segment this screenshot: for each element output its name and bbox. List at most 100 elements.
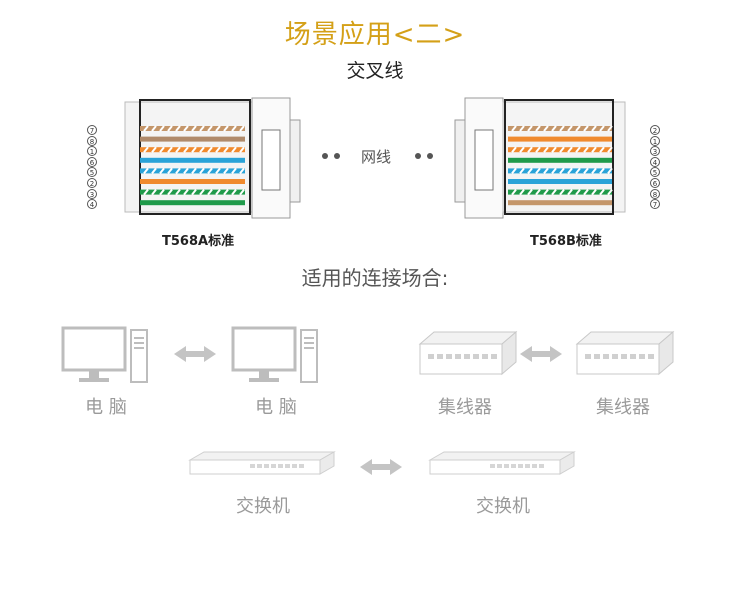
device-label-switch-right: 交换机 [476, 496, 530, 517]
wire-stripe [527, 146, 533, 153]
pin-number: 5 [87, 167, 97, 178]
pin-number: 6 [650, 177, 660, 188]
cable-label: 网线 [360, 148, 391, 166]
wire-stripe [511, 188, 517, 196]
wire-stripe [215, 188, 221, 196]
double-arrow-icon [520, 346, 562, 362]
cable-type-label: 交叉线 [346, 60, 404, 82]
wire [140, 126, 245, 131]
wire-stripe [167, 125, 173, 132]
wire [508, 189, 612, 195]
wire-stripe [543, 188, 549, 196]
wire-stripe [519, 188, 525, 196]
wire-stripe [591, 167, 597, 175]
pin-number: 1 [650, 135, 660, 146]
wire [508, 147, 612, 153]
wire-stripe [143, 167, 149, 175]
wire-stripe [527, 167, 533, 175]
pin-number: 2 [650, 125, 660, 135]
wire-stripe [583, 167, 589, 175]
wire-stripe [215, 125, 221, 132]
wire-stripe [183, 125, 189, 132]
wire-stripe [583, 125, 589, 132]
wire-stripe [143, 125, 149, 132]
wire-stripe [231, 167, 237, 175]
wire-stripe [223, 167, 229, 175]
device-label-computer-right: 电 脑 [255, 397, 297, 418]
pin-number: 7 [87, 125, 97, 135]
computer-icon [231, 326, 318, 383]
pin-number: 2 [87, 177, 97, 188]
wire-stripe [567, 188, 573, 196]
wire [508, 179, 612, 184]
pin-number: 8 [87, 135, 97, 146]
wire-stripe [559, 146, 565, 153]
wire-stripe [167, 146, 173, 153]
wire-stripe [143, 188, 149, 196]
wire-stripe [519, 125, 525, 132]
wire-stripe [535, 167, 541, 175]
wire-stripe [175, 125, 181, 132]
wire-stripe [599, 146, 605, 153]
computer-icon [61, 326, 148, 383]
wire-stripe [527, 125, 533, 132]
wire-stripe [535, 146, 541, 153]
wire-stripe [175, 167, 181, 175]
wire-stripe [591, 146, 597, 153]
pin-number: 5 [650, 167, 660, 178]
wire-stripe [591, 188, 597, 196]
wire [508, 200, 612, 206]
wire-stripe [191, 146, 197, 153]
pin-number: 6 [87, 156, 97, 167]
wire-stripe [199, 188, 205, 196]
wire-stripe [239, 188, 245, 196]
hub-icon [418, 330, 518, 376]
pin-number: 4 [650, 156, 660, 167]
wire-stripe [151, 167, 157, 175]
wire-stripe [607, 125, 613, 132]
wire-stripe [575, 167, 581, 175]
wire-stripe [559, 188, 565, 196]
wire-stripe [607, 167, 613, 175]
wire-stripe [175, 146, 181, 153]
right-connector [454, 97, 626, 219]
wire-stripe [511, 167, 517, 175]
double-arrow-icon [360, 459, 402, 475]
pin-number: 7 [650, 199, 660, 210]
wire-stripe [207, 125, 213, 132]
left-standard-label: T568A标准 [162, 234, 235, 249]
wire-stripe [159, 167, 165, 175]
wire-stripe [167, 188, 173, 196]
wire-stripe [223, 125, 229, 132]
wire-stripe [167, 167, 173, 175]
wire-stripe [599, 125, 605, 132]
wire [140, 200, 245, 206]
wire-stripe [175, 188, 181, 196]
wire-stripe [151, 146, 157, 153]
dots-right [415, 153, 439, 161]
wire-stripe [583, 188, 589, 196]
wire-stripe [231, 188, 237, 196]
wire [508, 168, 612, 174]
wire [508, 157, 612, 163]
wire-stripe [191, 188, 197, 196]
wire-stripe [231, 146, 237, 153]
wire [140, 179, 245, 184]
wire-stripe [199, 167, 205, 175]
wire-stripe [567, 167, 573, 175]
wire-stripe [223, 188, 229, 196]
switch-icon [188, 451, 336, 475]
wire-stripe [543, 146, 549, 153]
wire-stripe [159, 125, 165, 132]
wire-stripe [559, 125, 565, 132]
wire-stripe [143, 146, 149, 153]
wire-stripe [591, 125, 597, 132]
wire-stripe [239, 167, 245, 175]
wire-stripe [511, 125, 517, 132]
wire-stripe [559, 167, 565, 175]
wire-stripe [575, 146, 581, 153]
wire-stripe [183, 167, 189, 175]
wire-stripe [551, 188, 557, 196]
